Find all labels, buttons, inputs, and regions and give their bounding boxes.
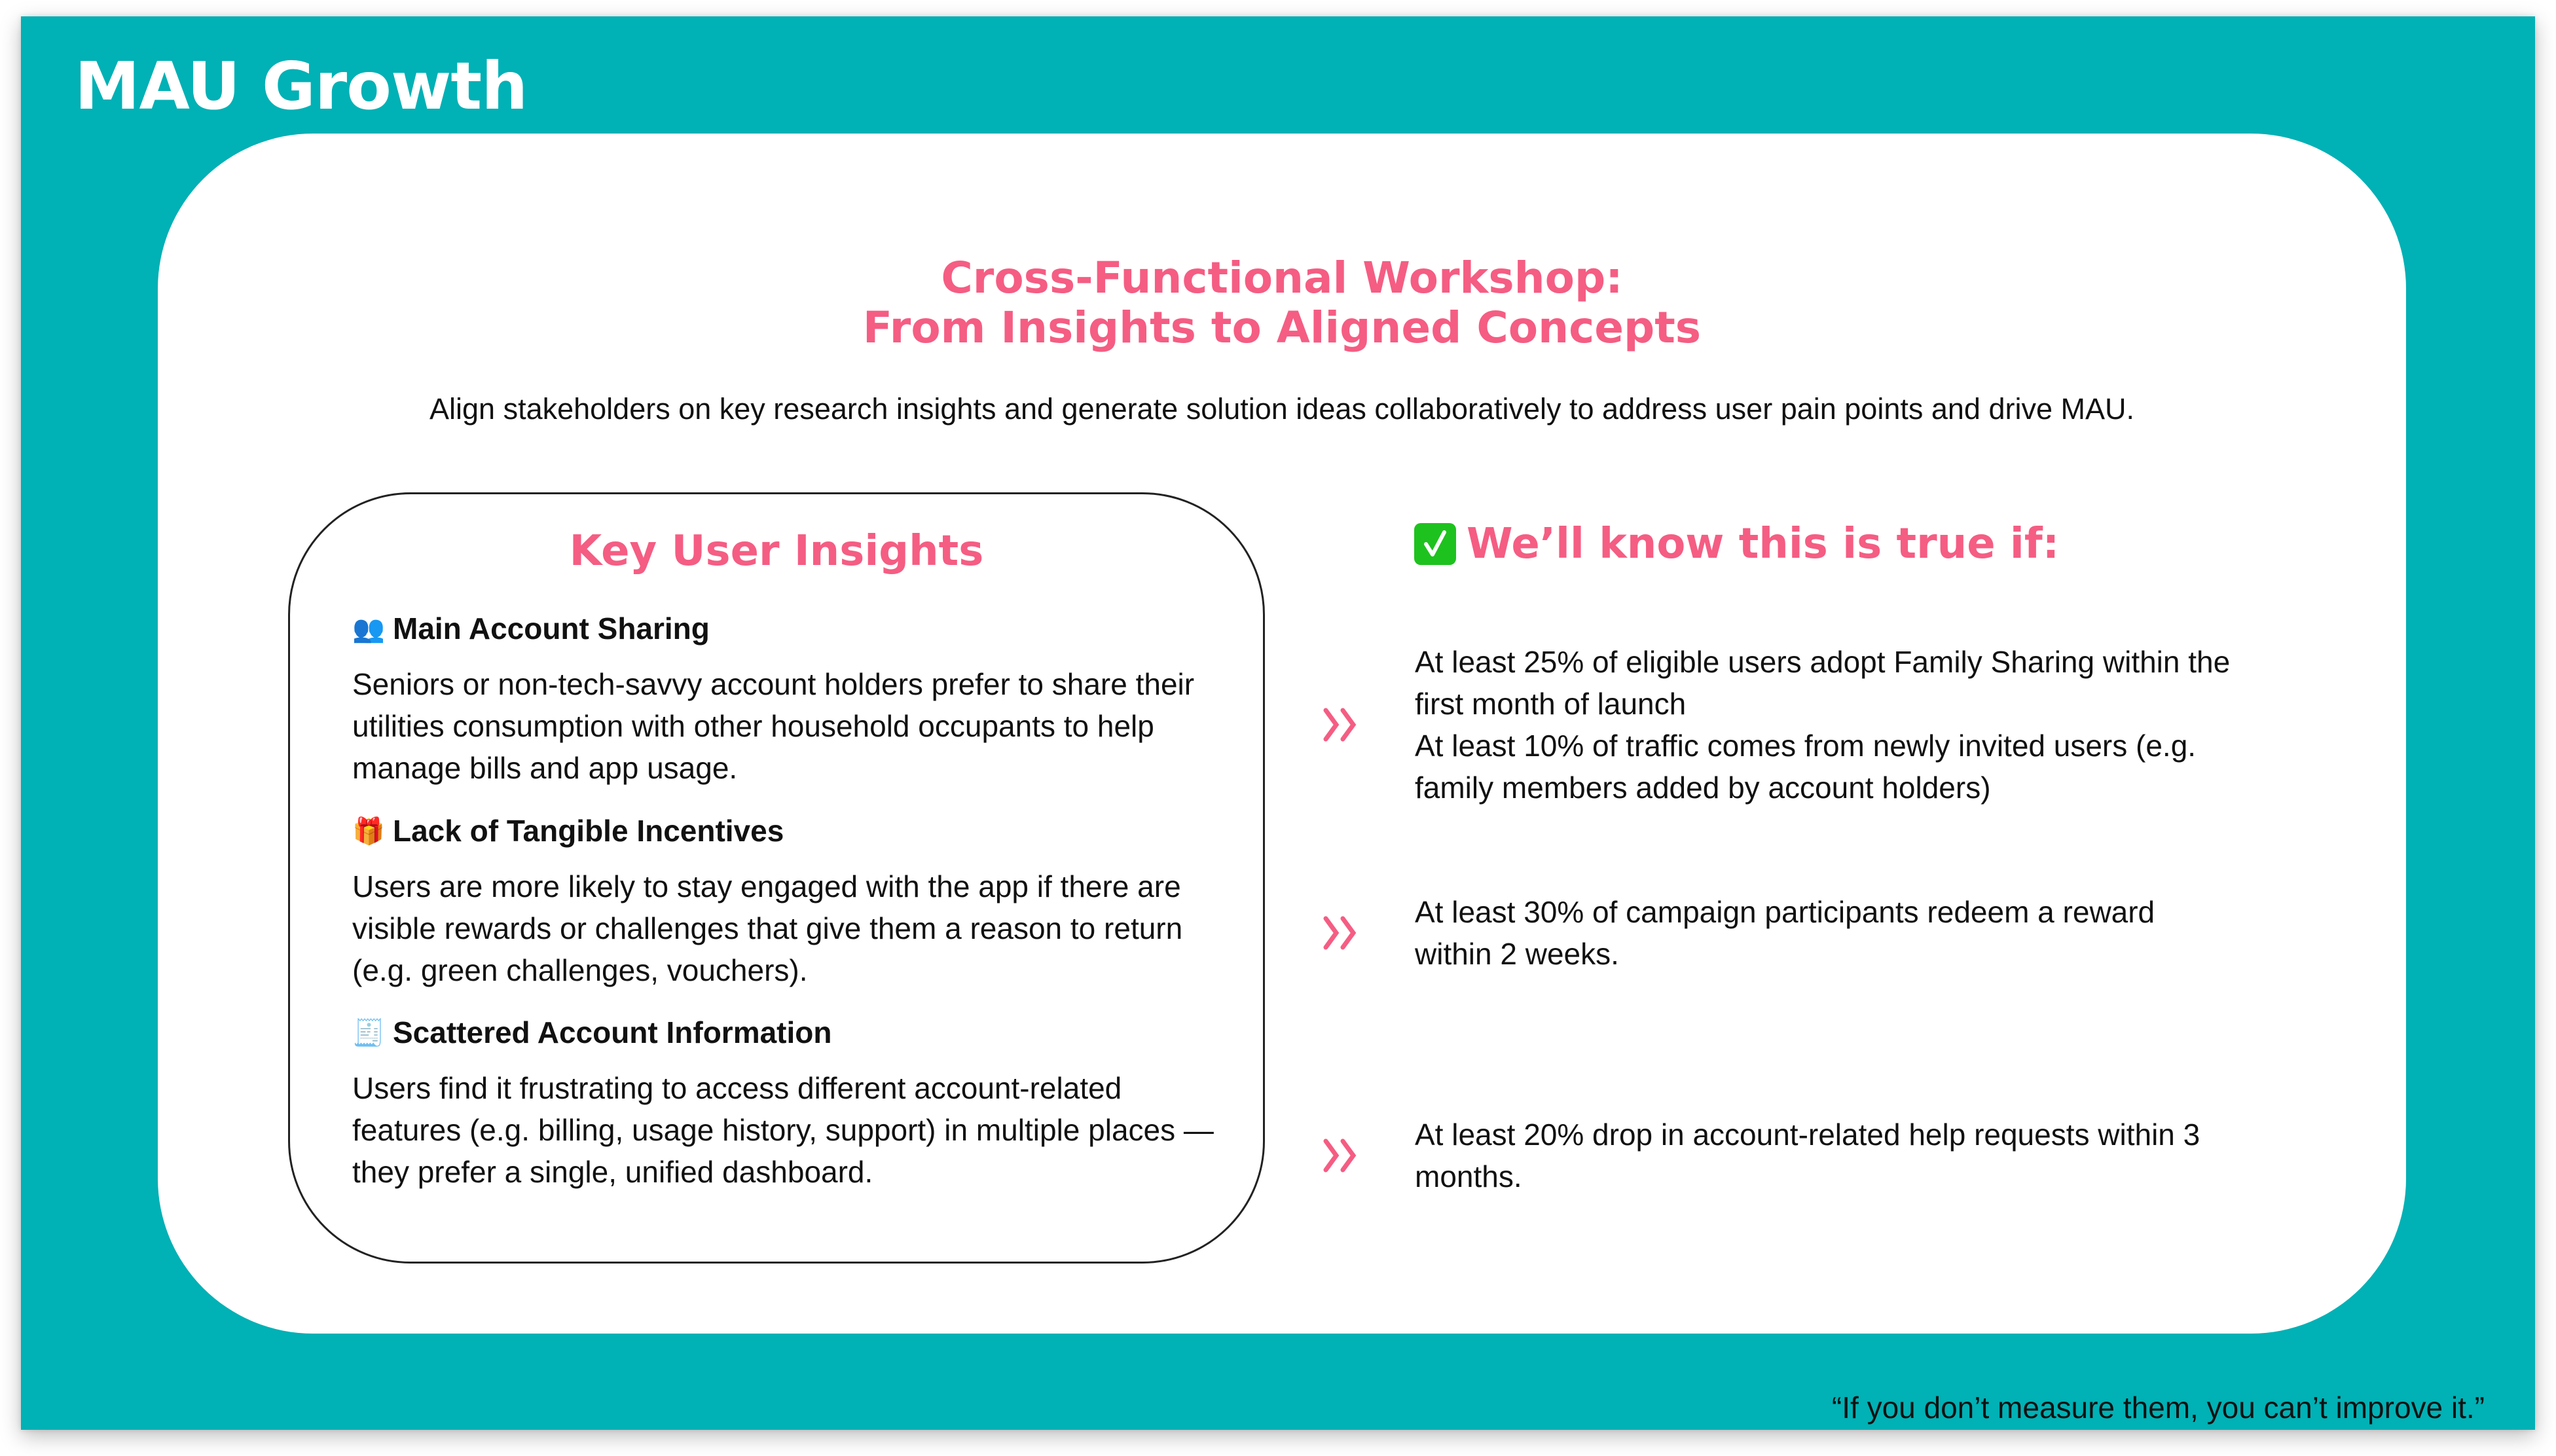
insight-title: Main Account Sharing (393, 611, 710, 646)
criterion-line: At least 30% of campaign participants re… (1415, 895, 2155, 971)
insight-lack-of-incentives: 🎁 Lack of Tangible Incentives Users are … (352, 813, 1223, 991)
workshop-title-line-2: From Insights to Aligned Concepts (862, 302, 1702, 353)
success-criteria-heading: We’ll know this is true if: (1414, 520, 2059, 568)
criterion-family-sharing: At least 25% of eligible users adopt Fam… (1321, 641, 2237, 809)
footer-quote: “If you don’t measure them, you can’t im… (1831, 1391, 2485, 1425)
insight-main-account-sharing: 👥 Main Account Sharing Seniors or non-te… (352, 611, 1223, 789)
insight-body: Seniors or non-tech-savvy account holder… (352, 667, 1195, 785)
criterion-text: At least 20% drop in account-related hel… (1415, 1114, 2237, 1197)
criterion-text: At least 30% of campaign participants re… (1415, 891, 2237, 975)
criterion-help-requests: At least 20% drop in account-related hel… (1321, 1114, 2237, 1197)
criterion-line: At least 10% of traffic comes from newly… (1415, 729, 2197, 805)
insight-title: Lack of Tangible Incentives (393, 814, 784, 848)
slide-frame: MAU Growth Cross-Functional Workshop: Fr… (21, 16, 2535, 1430)
insight-body: Users are more likely to stay engaged wi… (352, 869, 1183, 987)
receipt-icon: 🧾 (352, 1018, 385, 1047)
insight-title-row: 🎁 Lack of Tangible Incentives (352, 813, 1223, 848)
success-criteria-heading-text: We’ll know this is true if: (1467, 520, 2060, 568)
workshop-title: Cross-Functional Workshop: From Insights… (158, 253, 2406, 353)
insight-title-row: 🧾 Scattered Account Information (352, 1015, 1223, 1050)
criterion-text: At least 25% of eligible users adopt Fam… (1415, 641, 2237, 809)
insight-title: Scattered Account Information (393, 1015, 832, 1049)
content-panel: Cross-Functional Workshop: From Insights… (158, 134, 2406, 1334)
criterion-reward-redemption: At least 30% of campaign participants re… (1321, 891, 2237, 975)
insight-body: Users find it frustrating to access diff… (352, 1071, 1214, 1189)
check-mark-button-icon (1414, 523, 1456, 565)
insight-scattered-account-info: 🧾 Scattered Account Information Users fi… (352, 1015, 1223, 1193)
key-insights-heading: Key User Insights (569, 527, 984, 575)
workshop-title-line-1: Cross-Functional Workshop: (941, 253, 1623, 303)
people-icon: 👥 (352, 614, 385, 644)
double-chevron-right-icon (1321, 1136, 1415, 1175)
insight-title-row: 👥 Main Account Sharing (352, 611, 1223, 646)
slide-title: MAU Growth (75, 48, 528, 124)
double-chevron-right-icon (1321, 705, 1415, 744)
criterion-line: At least 25% of eligible users adopt Fam… (1415, 645, 2231, 721)
criterion-line: At least 20% drop in account-related hel… (1415, 1118, 2200, 1193)
key-insights-card: Key User Insights 👥 Main Account Sharing… (288, 492, 1265, 1264)
gift-icon: 🎁 (352, 816, 385, 846)
workshop-subtitle: Align stakeholders on key research insig… (429, 392, 2134, 426)
double-chevron-right-icon (1321, 913, 1415, 953)
